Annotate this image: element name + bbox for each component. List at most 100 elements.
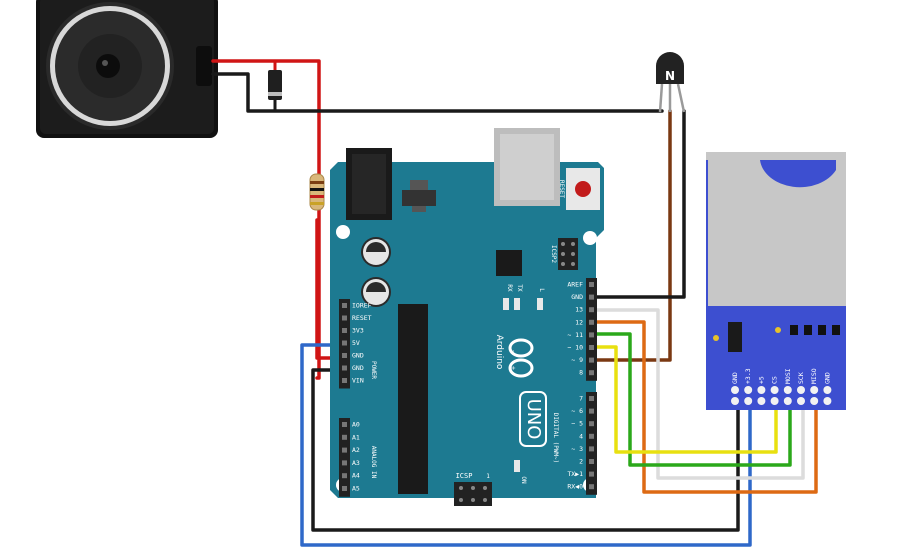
header-pin	[589, 433, 594, 439]
pin-label: A5	[352, 485, 360, 493]
sd-pin-top	[823, 386, 832, 394]
header-pin	[342, 486, 347, 491]
reset-label: RESET	[558, 180, 565, 198]
header-pin	[342, 365, 347, 371]
digital-group-label: DIGITAL (PWM~)	[552, 413, 559, 464]
diode	[268, 70, 282, 100]
pin-label: ~ 5	[571, 420, 583, 428]
wire-miso-orange	[594, 320, 818, 494]
pin-label: AREF	[567, 281, 583, 289]
header-pin	[589, 408, 594, 414]
pin-label: GND	[352, 364, 364, 372]
pin-label: TX▶1	[567, 470, 583, 478]
speaker	[36, 0, 218, 138]
header-pin	[342, 447, 347, 453]
pin-label: GND	[352, 352, 364, 360]
microcontroller-chip	[398, 304, 428, 494]
wire-mosi-green	[594, 332, 792, 467]
rx-label: RX	[506, 284, 513, 292]
arduino-brand: Arduino	[494, 335, 504, 370]
wire-transistor-base	[594, 109, 672, 362]
wire-speaker-red	[211, 59, 321, 380]
header-pin	[342, 353, 347, 358]
svg-text:+: +	[509, 366, 517, 370]
header-pin	[342, 328, 347, 333]
pin-label: 7	[579, 395, 583, 403]
arduino-model: UNO	[523, 399, 544, 440]
sd-pin-bottom	[744, 397, 753, 405]
pin-label: 12	[575, 318, 583, 326]
on-label: ON	[520, 476, 527, 484]
pin-label: A2	[352, 446, 360, 454]
sd-pin-bottom	[731, 397, 739, 405]
pin-label: IOREF	[352, 302, 372, 310]
wire-gnd-bottom	[311, 368, 740, 532]
pin-label: A1	[352, 433, 360, 441]
wire-speaker-black	[211, 72, 664, 113]
header-pin	[589, 459, 594, 464]
wire-cs-yellow	[594, 345, 778, 454]
icsp-label: ICSP	[456, 472, 473, 480]
header-pin	[589, 471, 594, 477]
sd-pin-bottom	[797, 397, 805, 405]
pin-label: A4	[352, 472, 360, 480]
l-label: L	[538, 288, 545, 292]
sd-pin-label: SCK	[797, 372, 805, 384]
pin-label: ~ 10	[567, 344, 583, 352]
pin-label: A0	[352, 421, 360, 429]
header-pin	[589, 345, 594, 350]
tx-label: TX	[516, 284, 523, 292]
svg-text:−: −	[509, 350, 517, 354]
sd-pin-bottom	[783, 397, 792, 405]
header-pin	[342, 378, 347, 383]
header-pin	[589, 294, 594, 300]
header-pin	[342, 340, 347, 346]
sd-pin-label: GND	[823, 372, 831, 384]
transistor-label: N	[665, 69, 675, 83]
pin-label: VIN	[352, 377, 364, 385]
header-pin	[342, 473, 347, 479]
sd-pin-top	[810, 386, 819, 394]
sd-pin-bottom	[757, 397, 766, 405]
header-pin	[589, 421, 594, 427]
pin-label: 13	[575, 306, 583, 314]
header-pin	[342, 315, 347, 321]
header-pin	[589, 396, 594, 401]
sd-pin-bottom	[810, 397, 819, 405]
header-pin	[342, 422, 347, 427]
power-group-label: POWER	[370, 361, 377, 379]
sd-pin-label: MOSI	[784, 368, 792, 384]
icsp-num: 1	[486, 473, 490, 480]
wire-transistor-emitter	[594, 109, 686, 299]
sd-pin-label: +5	[757, 376, 765, 384]
sd-pin-top	[783, 386, 792, 394]
pin-label: 8	[579, 369, 583, 377]
sd-pin-label: GND	[731, 372, 739, 384]
wire-sck-white	[594, 308, 805, 480]
pin-label: 3V3	[352, 327, 364, 335]
header-pin	[589, 319, 594, 325]
sd-pin-top	[797, 386, 805, 394]
sd-pin-bottom	[823, 397, 832, 405]
sd-pin-top	[744, 386, 753, 394]
resistor	[309, 173, 325, 211]
pin-label: 5V	[352, 339, 360, 347]
sd-pin-label: CS	[771, 376, 779, 384]
sd-pin-top	[731, 386, 739, 394]
header-pin	[342, 434, 347, 440]
pin-label: ~ 3	[571, 445, 583, 453]
pin-label: A3	[352, 459, 360, 467]
arduino-uno-board: RESET ICSP2 TX RX L − + Arduino UNO	[330, 128, 604, 506]
header-pin	[589, 307, 594, 313]
sd-pin-top	[770, 386, 779, 394]
header-pin	[589, 484, 594, 490]
pin-label: ~ 11	[567, 331, 583, 339]
sd-pin-bottom	[770, 397, 779, 405]
